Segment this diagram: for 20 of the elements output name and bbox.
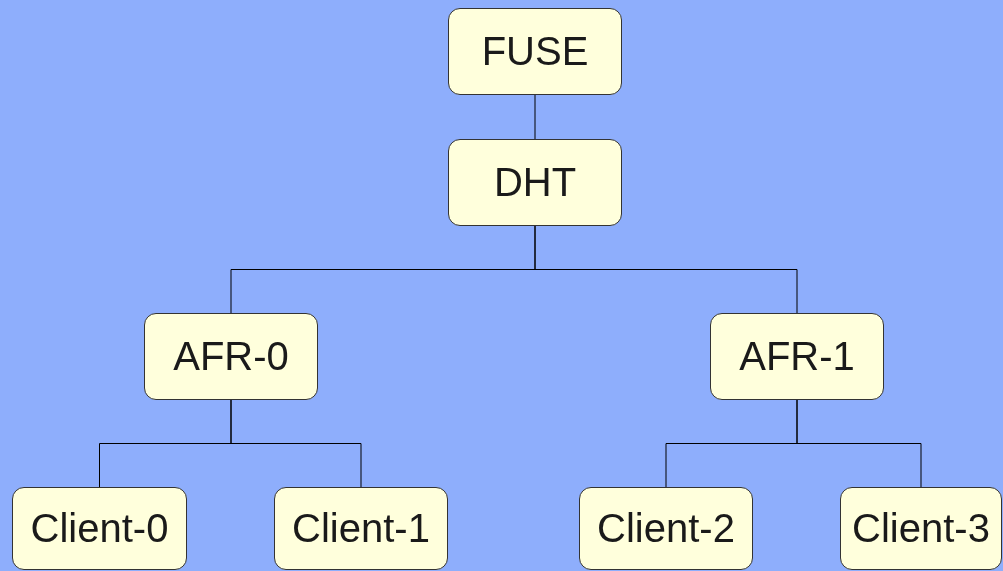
node-label: Client-0 bbox=[30, 506, 169, 551]
node-label: DHT bbox=[493, 160, 577, 205]
node-box bbox=[12, 487, 187, 570]
node-label: Client-1 bbox=[292, 506, 430, 551]
node-box bbox=[274, 487, 448, 570]
node-box bbox=[448, 8, 622, 95]
connector-line bbox=[230, 399, 362, 488]
connector-line bbox=[534, 225, 798, 314]
connector-line bbox=[534, 94, 536, 140]
node-box bbox=[710, 313, 884, 400]
node-box bbox=[840, 487, 1002, 570]
node-label: FUSE bbox=[481, 29, 589, 74]
node-box bbox=[579, 487, 753, 570]
node-label: AFR-0 bbox=[173, 334, 289, 379]
node-label: AFR-1 bbox=[739, 334, 855, 379]
node-label: Client-2 bbox=[597, 506, 735, 551]
node-box bbox=[144, 313, 318, 400]
node-box bbox=[448, 139, 622, 226]
connector-line bbox=[796, 399, 922, 488]
node-label: Client-3 bbox=[852, 506, 990, 551]
